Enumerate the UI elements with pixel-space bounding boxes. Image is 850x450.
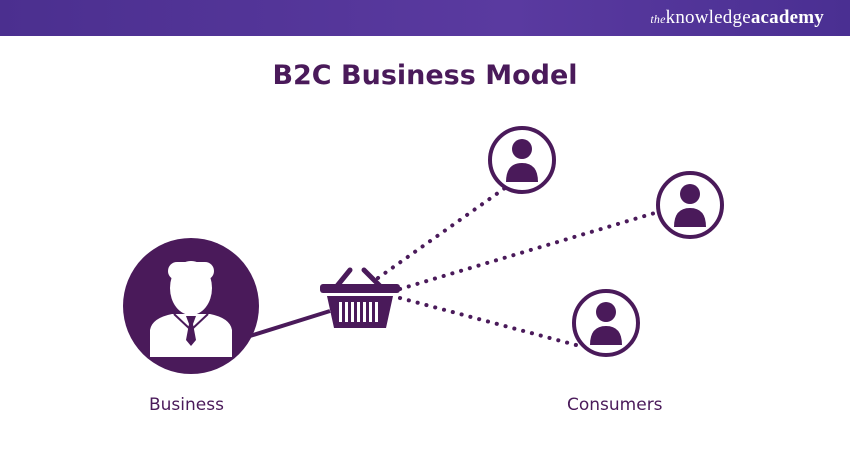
dotted-line-consumer-1 <box>376 186 507 280</box>
connector-lines <box>249 186 660 347</box>
consumers-label: Consumers <box>567 395 663 415</box>
consumer-icon-1 <box>488 126 556 194</box>
header-bar: theknowledgeacademy <box>0 0 850 36</box>
dotted-line-consumer-3 <box>398 296 578 347</box>
brand-logo: theknowledgeacademy <box>650 7 824 28</box>
basket-icon <box>320 267 400 328</box>
consumer-icon-3 <box>572 289 640 357</box>
consumer-icon-2 <box>656 171 724 239</box>
dotted-line-consumer-2 <box>398 210 660 291</box>
page-title: B2C Business Model <box>272 60 578 91</box>
business-basket-line <box>249 309 331 338</box>
business-icon <box>123 238 259 374</box>
business-label: Business <box>149 395 224 415</box>
